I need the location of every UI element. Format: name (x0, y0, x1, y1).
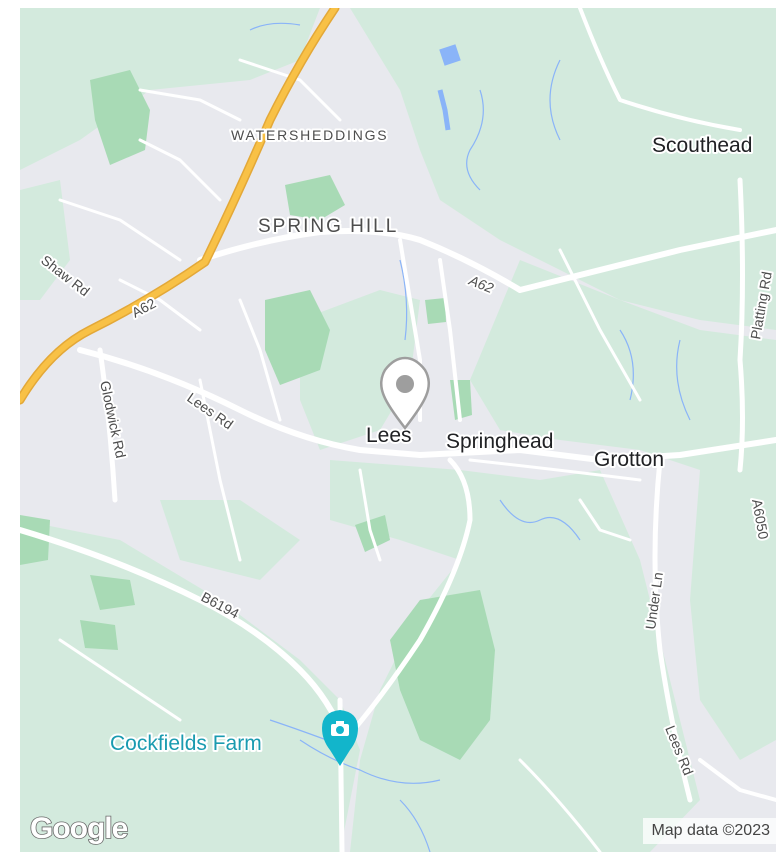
poi-label-cockfields-farm[interactable]: Cockfields Farm (108, 730, 264, 757)
map-attribution[interactable]: Map data ©2023 (643, 818, 776, 844)
location-pin-icon[interactable] (380, 356, 430, 431)
place-label-springhead: Springhead (446, 430, 553, 453)
google-logo: Google (29, 811, 129, 846)
place-label-spring-hill: SPRING HILL (258, 216, 398, 237)
road-network (20, 8, 776, 852)
place-label-watersheddings: WATERSHEDDINGS (231, 127, 388, 143)
map-canvas[interactable]: A62 A62 Shaw Rd Glodwick Rd Lees Rd B619… (20, 8, 776, 852)
water-features (249, 22, 691, 852)
a62-motorway (20, 8, 340, 405)
place-label-scouthead: Scouthead (652, 134, 752, 157)
place-label-grotton: Grotton (594, 448, 664, 471)
place-label-lees: Lees (366, 424, 412, 447)
map-view[interactable]: A62 A62 Shaw Rd Glodwick Rd Lees Rd B619… (20, 8, 776, 852)
camera-icon[interactable] (322, 710, 358, 766)
